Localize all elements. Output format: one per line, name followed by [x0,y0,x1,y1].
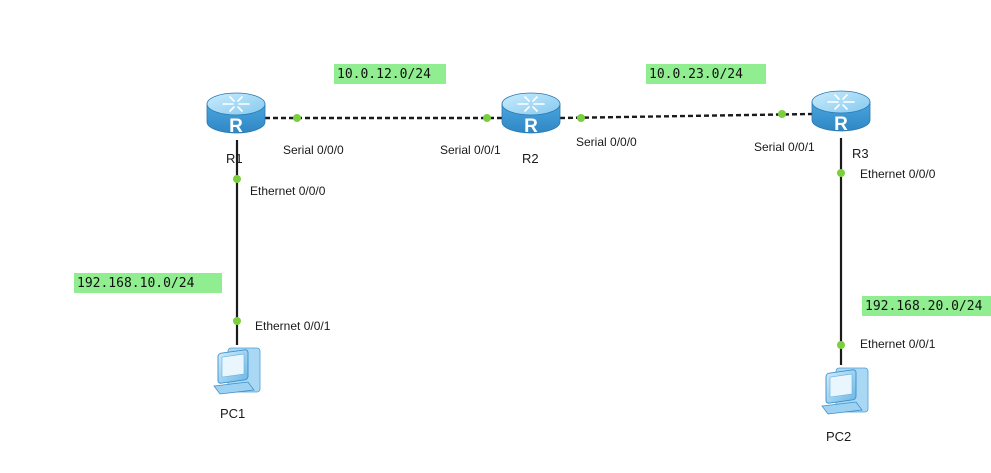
network-label-text: 192.168.10.0/24 [77,276,195,291]
network-label-lan1: 192.168.10.0/24 [74,273,222,293]
router-glyph: R [524,116,538,137]
interface-label-r1-serial: Serial 0/0/0 [283,143,344,157]
router-glyph: R [229,116,243,137]
device-label-pc1: PC1 [220,406,245,421]
router-r1[interactable]: R [206,92,266,137]
port-dot-r3-ethernet [837,169,845,177]
pc-pc2[interactable] [821,367,869,415]
port-dot-r2-serial-in [483,114,491,122]
network-label-background [74,273,222,293]
interface-label-pc2-ethernet: Ethernet 0/0/1 [860,337,936,351]
link-r2-r3[interactable] [559,112,813,120]
network-label-r1-r2: 10.0.12.0/24 [334,64,446,84]
pc-icon [213,347,261,395]
network-label-background [862,296,991,316]
router-glyph: R [834,114,848,135]
pc-icon [821,367,869,415]
interface-label-r2-serial-out: Serial 0/0/0 [576,135,637,149]
router-r2[interactable]: R [501,92,561,137]
network-label-text: 10.0.23.0/24 [649,67,743,82]
pc-pc1[interactable] [213,347,261,395]
network-label-text: 192.168.20.0/24 [865,299,983,314]
device-label-pc2: PC2 [826,429,851,444]
device-label-r2: R2 [522,151,539,166]
interface-label-r3-serial: Serial 0/0/1 [754,140,815,154]
interface-label-pc1-ethernet: Ethernet 0/0/1 [255,319,331,333]
interface-label-r3-ethernet: Ethernet 0/0/0 [860,167,936,181]
port-dot-pc2-ethernet [837,341,845,349]
router-r3[interactable]: R [811,90,871,135]
device-label-r1: R1 [226,151,243,166]
network-label-r2-r3: 10.0.23.0/24 [646,64,766,84]
network-label-lan2: 192.168.20.0/24 [862,296,991,316]
port-dot-r2-serial-out [577,114,585,122]
device-label-r3: R3 [852,146,869,161]
port-dot-pc1-ethernet [233,317,241,325]
port-dot-r3-serial [778,110,786,118]
network-label-text: 10.0.12.0/24 [337,67,431,82]
interface-label-r2-serial-in: Serial 0/0/1 [440,143,501,157]
network-label-background [646,64,766,84]
interface-label-r1-ethernet: Ethernet 0/0/0 [250,184,326,198]
port-dot-r1-ethernet [233,175,241,183]
port-dot-r1-serial [293,114,301,122]
network-label-background [334,64,446,84]
